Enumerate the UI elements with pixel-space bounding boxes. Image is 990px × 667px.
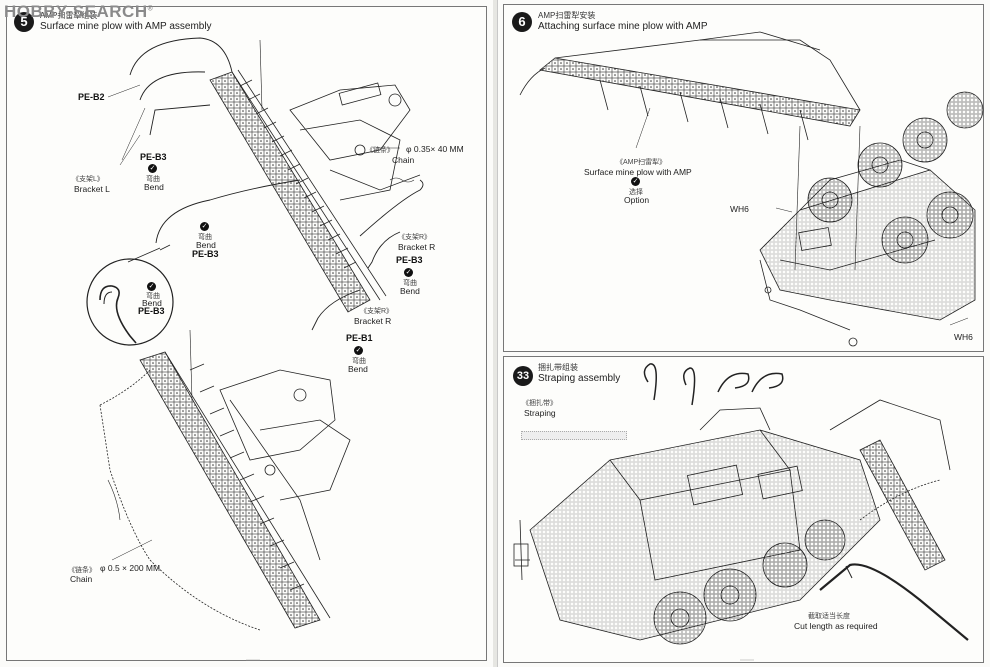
step-5-title-en: Surface mine plow with AMP assembly xyxy=(40,21,212,32)
label-bracket-r-en-1: Bracket R xyxy=(398,242,436,252)
label-bend-en-4: Bend xyxy=(400,286,420,296)
label-pe-b2: PE-B2 xyxy=(78,92,105,102)
label-bend-cn-1: 弯曲 xyxy=(146,176,160,183)
hobby-search-watermark: HOBBY SEARCH® xyxy=(4,2,154,21)
step-6-badge: 6 xyxy=(512,12,532,32)
label-bracket-r-cn-2: 《支架R》 xyxy=(360,308,394,315)
label-chain-bottom-en: Chain xyxy=(70,574,93,584)
bend-check-icon: ✓ xyxy=(147,282,156,291)
bend-check-icon: ✓ xyxy=(354,346,363,355)
label-straping-cn: 《捆扎带》 xyxy=(522,400,557,407)
label-bend-cn-4: 弯曲 xyxy=(403,280,417,287)
bend-check-icon: ✓ xyxy=(404,268,413,277)
step5-zoom-detail xyxy=(86,247,174,346)
label-option-cn: 选择 xyxy=(629,189,643,196)
bend-check-icon: ✓ xyxy=(200,222,209,231)
label-pe-b1: PE-B1 xyxy=(346,333,373,343)
label-wh6-2: WH6 xyxy=(954,332,973,342)
label-bend-en-2: Bend xyxy=(196,240,216,250)
step-33-title-en: Straping assembly xyxy=(538,373,621,384)
label-bend-cn-5: 弯曲 xyxy=(352,358,366,365)
label-bracket-l-cn: 《支架L》 xyxy=(72,176,104,183)
label-bend-en-5: Bend xyxy=(348,364,368,374)
label-bend-en-1: Bend xyxy=(144,182,164,192)
label-pe-b3-1: PE-B3 xyxy=(140,152,167,162)
step-6-title-en: Attaching surface mine plow with AMP xyxy=(538,21,708,32)
step5-bottom-plow xyxy=(99,329,351,631)
step5-top-plow xyxy=(107,37,424,331)
label-pe-b3-3: PE-B3 xyxy=(138,306,165,316)
bend-check-icon: ✓ xyxy=(148,164,157,173)
label-bend-cn-3: 弯曲 xyxy=(146,293,160,300)
label-pe-b3-2: PE-B3 xyxy=(192,249,219,259)
label-amp-cn: 《AMP扫雷犁》 xyxy=(616,159,667,166)
label-pe-b3-4: PE-B3 xyxy=(396,255,423,265)
label-bracket-l-en: Bracket L xyxy=(74,184,110,194)
option-check-icon: ✓ xyxy=(631,177,640,186)
step33-line-art xyxy=(513,363,969,645)
label-amp-en: Surface mine plow with AMP xyxy=(584,167,692,177)
label-bend-en-3: Bend xyxy=(142,298,162,308)
label-chain-bottom-size: φ 0.5 × 200 MM xyxy=(100,563,161,573)
label-bend-cn-2: 弯曲 xyxy=(198,234,212,241)
step6-line-art xyxy=(519,31,984,347)
label-chain-top-en: Chain xyxy=(392,155,415,165)
label-bracket-r-cn-1: 《支架R》 xyxy=(398,234,432,241)
label-cut-en: Cut length as required xyxy=(794,621,878,631)
label-bracket-r-en-2: Bracket R xyxy=(354,316,392,326)
straping-tape-strip xyxy=(521,431,627,440)
step-5-title-cn: AMP扫雷犁组装 xyxy=(40,11,98,20)
label-straping-en: Straping xyxy=(524,408,556,418)
step-5-badge: 5 xyxy=(14,12,34,32)
label-chain-bottom-cn: 《链条》 xyxy=(68,567,96,574)
step-6-title-cn: AMP扫雷犁安装 xyxy=(538,11,596,20)
step-33-title-cn: 捆扎带组装 xyxy=(538,363,578,372)
page-gutter xyxy=(493,0,497,667)
label-chain-top-size: φ 0.35× 40 MM xyxy=(406,144,464,154)
label-cut-cn: 截取适当长度 xyxy=(808,613,850,620)
step-33-badge: 33 xyxy=(513,366,533,386)
label-wh6-1: WH6 xyxy=(730,204,749,214)
label-chain-top-cn: 《链条》 xyxy=(366,147,394,154)
label-option-en: Option xyxy=(624,195,650,205)
